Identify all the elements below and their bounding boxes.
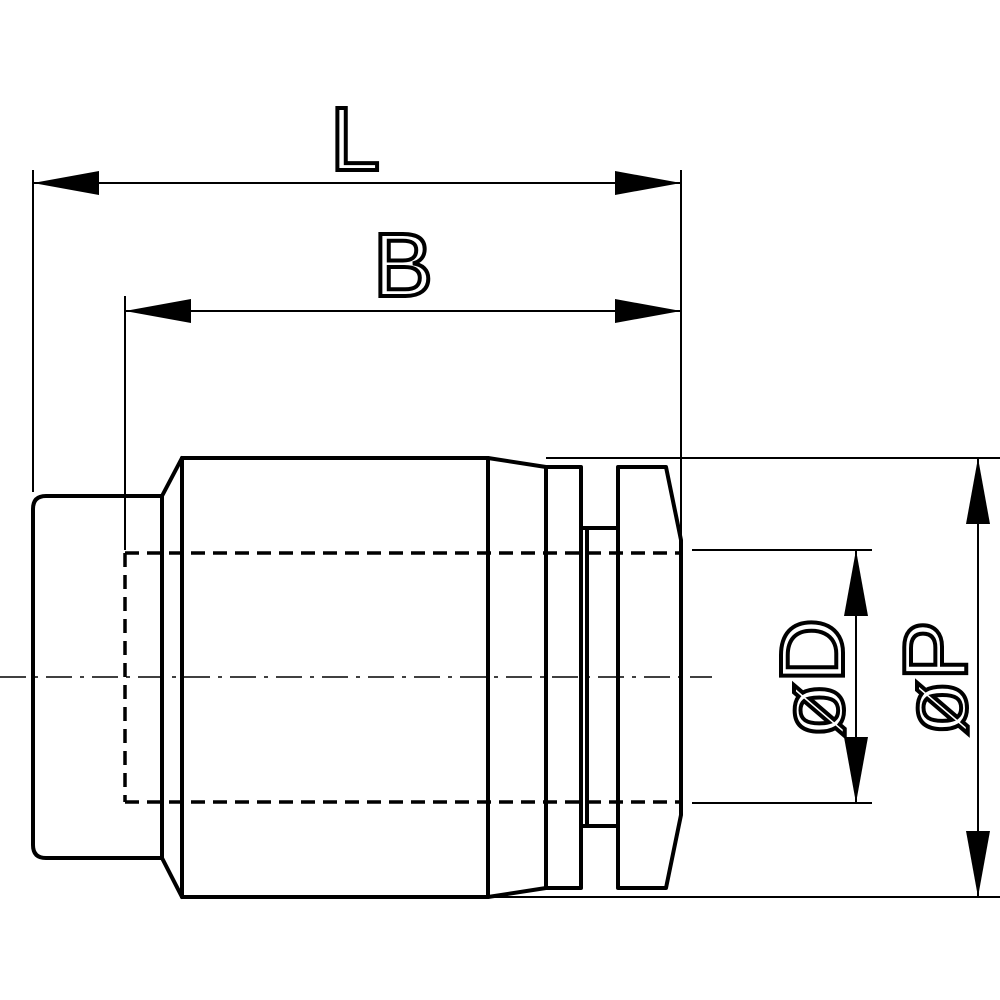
arrow-bottom-D [844,737,868,803]
dimension-L: L [33,88,681,195]
arrow-right-L [615,171,681,195]
tube-stub [31,494,164,860]
ring-1 [544,465,583,890]
main-body [180,456,490,899]
extension-lines [32,170,1000,898]
arrow-right-B [615,299,681,323]
dimension-B: B [125,214,681,323]
arrow-left-B [125,299,191,323]
arrow-left-L [33,171,99,195]
dimension-D: øD [761,550,868,803]
label-B: B [373,216,433,316]
dimension-P: øP [884,458,990,897]
arrow-top-D [844,550,868,616]
hidden-bore [123,551,681,804]
release-collet [616,465,683,890]
label-P: øP [886,620,986,735]
label-D: øD [763,618,863,738]
arrow-top-P [966,458,990,524]
label-L: L [330,90,380,190]
arrow-bottom-P [966,831,990,897]
collar [486,456,548,899]
